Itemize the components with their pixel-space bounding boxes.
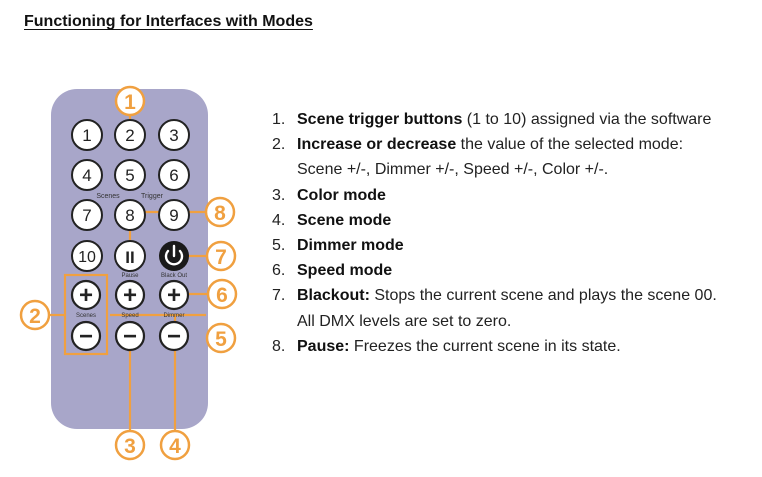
list-item: 4. Scene mode xyxy=(272,208,717,233)
scene-button-5[interactable]: 5 xyxy=(114,159,146,191)
minus-icon: − xyxy=(123,323,137,350)
plus-icon: + xyxy=(79,282,93,309)
remote-diagram: 1 2 3 4 5 6 7 8 9 10 Scenes Trigger Paus… xyxy=(19,85,238,461)
list-item-number: 4. xyxy=(272,211,286,229)
list-item-title: Scene mode xyxy=(297,211,392,229)
speed-label: Speed xyxy=(121,313,138,319)
scenes-side-label: Scenes xyxy=(76,313,96,319)
scenes-label: Scenes xyxy=(96,193,120,200)
scene-button-label: 4 xyxy=(82,166,91,185)
scene-button-label: 8 xyxy=(125,206,134,225)
list-item: 3. Color mode xyxy=(272,183,717,208)
scene-button-4[interactable]: 4 xyxy=(71,159,103,191)
scene-button-label: 2 xyxy=(125,126,134,145)
list-item: 7. Blackout: Stops the current scene and … xyxy=(272,283,717,333)
callout-2: 2 xyxy=(19,299,51,331)
trigger-label: Trigger xyxy=(141,193,164,200)
callout-5: 5 xyxy=(205,322,237,354)
scene-button-9[interactable]: 9 xyxy=(158,199,190,231)
scene-button-label: 1 xyxy=(82,126,91,145)
list-item-title: Scene trigger buttons xyxy=(297,111,463,128)
blackout-label: Black Out xyxy=(161,273,187,279)
list-item-text: the value of the selected mode: xyxy=(456,136,684,154)
list-item-continuation: All DMX levels are set to zero. xyxy=(297,312,512,330)
scene-plus-button[interactable]: + xyxy=(70,279,102,311)
dimmer-label: Dimmer xyxy=(164,313,185,319)
scene-button-label: 5 xyxy=(125,166,134,185)
list-item-number: 5. xyxy=(272,237,286,255)
list-item-number: 8. xyxy=(272,337,286,355)
list-item: 5. Dimmer mode xyxy=(272,233,717,258)
list-item-number: 2. xyxy=(272,136,286,154)
scene-button-2[interactable]: 2 xyxy=(114,119,146,151)
list-item-number: 1. xyxy=(272,111,286,128)
callout-7: 7 xyxy=(205,240,237,272)
scene-button-label: 9 xyxy=(169,206,178,225)
scene-button-6[interactable]: 6 xyxy=(158,159,190,191)
callout-3: 3 xyxy=(114,429,146,461)
scene-button-7[interactable]: 7 xyxy=(71,199,103,231)
scene-button-3[interactable]: 3 xyxy=(158,119,190,151)
list-item-number: 3. xyxy=(272,186,286,204)
list-item: 8. Pause: Freezes the current scene in it… xyxy=(272,334,717,359)
dimmer-plus-button[interactable]: + xyxy=(158,279,190,311)
scene-button-8[interactable]: 8 xyxy=(114,199,146,231)
speed-plus-button[interactable]: + xyxy=(114,279,146,311)
list-item: 6. Speed mode xyxy=(272,258,717,283)
callout-6: 6 xyxy=(206,278,238,310)
list-item-number: 7. xyxy=(272,287,286,305)
callout-number: 6 xyxy=(216,284,228,307)
list-item-continuation: Scene +/-, Dimmer +/-, Speed +/-, Color … xyxy=(297,161,609,179)
minus-icon: − xyxy=(167,323,181,350)
list-item-title: Pause: xyxy=(297,337,350,355)
dimmer-minus-button[interactable]: − xyxy=(158,320,190,352)
function-list: 1. Scene trigger buttons (1 to 10) assign… xyxy=(272,107,717,359)
callout-number: 1 xyxy=(124,91,136,114)
list-item: 1. Scene trigger buttons (1 to 10) assign… xyxy=(272,107,717,132)
pause-button[interactable]: II xyxy=(114,240,146,272)
list-item: 2. Increase or decrease the value of the … xyxy=(272,132,717,182)
callout-number: 5 xyxy=(215,328,227,351)
scene-button-label: 10 xyxy=(78,249,96,266)
callout-number: 4 xyxy=(169,435,181,458)
callout-number: 8 xyxy=(214,202,226,225)
pause-label: Pause xyxy=(121,273,139,279)
list-item-title: Increase or decrease xyxy=(297,136,457,154)
speed-minus-button[interactable]: − xyxy=(114,320,146,352)
list-item-title: Dimmer mode xyxy=(297,237,404,255)
callout-8: 8 xyxy=(204,196,236,228)
page-title: Functioning for Interfaces with Modes xyxy=(24,13,313,30)
callout-1: 1 xyxy=(114,85,146,117)
list-item-text: Freezes the current scene in its state. xyxy=(349,337,621,355)
pause-icon: II xyxy=(125,248,134,267)
blackout-button[interactable] xyxy=(159,241,189,271)
list-item-text: (1 to 10) assigned via the software xyxy=(462,111,712,128)
scene-button-label: 3 xyxy=(169,126,178,145)
scene-minus-button[interactable]: − xyxy=(70,320,102,352)
number-buttons: 1 2 3 4 5 6 7 8 9 10 xyxy=(71,119,190,272)
scene-button-10[interactable]: 10 xyxy=(71,240,103,272)
scene-button-1[interactable]: 1 xyxy=(71,119,103,151)
list-item-title: Speed mode xyxy=(297,262,393,280)
callout-number: 3 xyxy=(124,435,136,458)
power-icon xyxy=(164,244,184,266)
scene-button-label: 7 xyxy=(82,206,91,225)
minus-icon: − xyxy=(79,323,93,350)
list-item-number: 6. xyxy=(272,262,286,280)
callout-number: 2 xyxy=(29,305,41,328)
callout-number: 7 xyxy=(215,246,227,269)
list-item-title: Blackout: xyxy=(297,287,370,305)
list-item-text: Stops the current scene and plays the sc… xyxy=(369,287,717,305)
plus-icon: + xyxy=(123,282,137,309)
plus-icon: + xyxy=(167,282,181,309)
list-item-title: Color mode xyxy=(297,186,386,204)
callout-4: 4 xyxy=(159,429,191,461)
scene-button-label: 6 xyxy=(169,166,178,185)
